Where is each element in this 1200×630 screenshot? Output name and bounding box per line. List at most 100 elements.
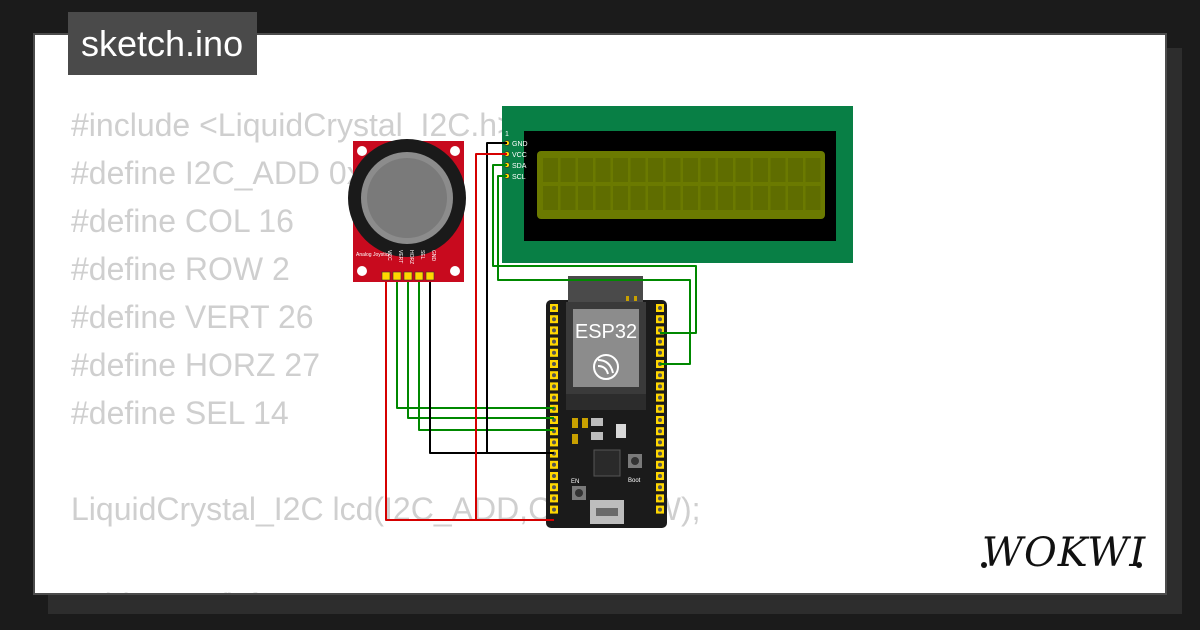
- lcd-char-cell: [630, 186, 646, 210]
- lcd-char-cell: [788, 158, 803, 182]
- wire-joystick-vcc[interactable]: [385, 282, 554, 521]
- file-name-tab[interactable]: sketch.ino: [68, 12, 258, 75]
- header-pin-hole: [552, 362, 556, 366]
- code-line: #define HORZ 27: [71, 347, 321, 383]
- esp32-right-header: [656, 304, 664, 514]
- lcd-char-cell: [543, 186, 558, 210]
- lcd-char-cell: [770, 186, 786, 210]
- lcd-char-cell: [613, 186, 628, 210]
- lcd-display[interactable]: 1 GND VCC SDA SCL: [502, 106, 853, 263]
- wires: [385, 142, 697, 521]
- smd-component: [572, 418, 578, 428]
- lcd-char-cell: [788, 186, 803, 210]
- usb-port-inner: [596, 508, 618, 516]
- joystick-pin-horz[interactable]: [403, 271, 413, 281]
- smd-component: [616, 424, 626, 438]
- header-pin-hole: [552, 317, 556, 322]
- lcd-pin-label: VCC: [512, 152, 527, 159]
- lcd-char-cell: [770, 158, 786, 182]
- lcd-char-cell: [595, 186, 611, 210]
- header-pin-hole: [552, 306, 556, 310]
- lcd-char-cell: [560, 158, 576, 182]
- lcd-char-cell: [560, 186, 576, 210]
- header-pin-hole: [552, 328, 556, 333]
- header-pin-hole: [658, 485, 662, 490]
- header-pin-hole: [552, 496, 556, 501]
- wire-joystick-horz[interactable]: [407, 282, 554, 419]
- mount-hole: [450, 146, 460, 156]
- lcd-char-cell: [578, 186, 593, 210]
- wire-joystick-gnd[interactable]: [429, 282, 554, 454]
- lcd-char-cell: [648, 158, 663, 182]
- header-pin-hole: [658, 507, 662, 512]
- mount-hole: [450, 266, 460, 276]
- wire-lcd-scl[interactable]: [497, 175, 691, 365]
- lcd-char-cell: [805, 158, 821, 182]
- joystick-pin-sel[interactable]: [414, 271, 424, 281]
- lcd-char-cell: [665, 158, 681, 182]
- joystick-label: Analog Joystick: [356, 252, 391, 258]
- header-pin-hole: [552, 507, 556, 512]
- header-pin-hole: [658, 373, 662, 378]
- smd-component: [591, 432, 603, 440]
- header-pin-hole: [552, 384, 556, 389]
- wire-joystick-vert[interactable]: [396, 282, 554, 409]
- header-pin-hole: [658, 384, 662, 389]
- esp32-shield: [573, 309, 639, 387]
- header-pin-hole: [658, 418, 662, 422]
- code-line: #define ROW 2: [71, 251, 290, 287]
- wokwi-logo-text: WOKWI: [982, 530, 1146, 576]
- joystick-pin-label: VERT: [397, 250, 403, 263]
- header-pin-hole: [552, 462, 556, 467]
- esp32-label: ESP32: [575, 321, 637, 343]
- code-line: #define COL 16: [71, 203, 294, 239]
- wire-lcd-gnd[interactable]: [486, 142, 554, 454]
- lcd-char-cell: [683, 186, 698, 210]
- lcd-char-cell: [700, 158, 716, 182]
- header-pin-hole: [658, 317, 662, 322]
- header-pin-hole: [552, 440, 556, 445]
- header-pin-hole: [658, 462, 662, 467]
- smd-component: [591, 418, 603, 426]
- mount-hole: [357, 266, 367, 276]
- antenna-pad: [626, 296, 629, 301]
- lcd-pin1-label: 1: [505, 131, 509, 138]
- lcd-cells: [543, 158, 821, 210]
- wokwi-logo: WOKWI: [981, 530, 1146, 576]
- joystick-pin-gnd[interactable]: [425, 271, 435, 281]
- lcd-char-cell: [718, 158, 733, 182]
- lcd-char-cell: [595, 158, 611, 182]
- joystick-cap-inner: [367, 158, 447, 238]
- header-pin-hole: [552, 395, 556, 400]
- mount-hole: [357, 146, 367, 156]
- wire-joystick-sel[interactable]: [418, 282, 554, 431]
- header-pin-hole: [552, 373, 556, 378]
- lcd-pin-label: GND: [512, 141, 528, 148]
- header-pin-hole: [658, 395, 662, 400]
- code-preview: #include <LiquidCrystal_I2C.h> #define I…: [71, 101, 701, 593]
- boot-label: Boot: [628, 478, 641, 484]
- analog-joystick[interactable]: Analog Joystick VCC VERT HORZ SEL GND: [348, 139, 466, 282]
- header-pin-hole: [552, 474, 556, 478]
- joystick-pin-label: HORZ: [408, 250, 414, 264]
- esp32-board[interactable]: ESP32 Boot EN: [546, 276, 667, 528]
- lcd-char-cell: [630, 158, 646, 182]
- lcd-char-cell: [683, 158, 698, 182]
- joystick-pin-label: GND: [430, 250, 436, 262]
- en-label: EN: [571, 479, 579, 485]
- header-pin-hole: [552, 350, 556, 355]
- header-pin-hole: [658, 429, 662, 434]
- code-line: void setup() {: [71, 587, 258, 593]
- wire-lcd-vcc[interactable]: [475, 153, 507, 520]
- code-line: #define SEL 14: [71, 395, 289, 431]
- header-pin-hole: [658, 451, 662, 456]
- header-pin-hole: [658, 440, 662, 445]
- joystick-pin-label: VCC: [386, 250, 392, 261]
- joystick-pin-label: SEL: [419, 250, 425, 260]
- joystick-pin-vert[interactable]: [392, 271, 402, 281]
- header-pin-hole: [552, 485, 556, 490]
- lcd-char-cell: [753, 186, 768, 210]
- esp32-pad-strip: [566, 394, 646, 410]
- joystick-pin-vcc[interactable]: [381, 271, 391, 281]
- lcd-char-cell: [578, 158, 593, 182]
